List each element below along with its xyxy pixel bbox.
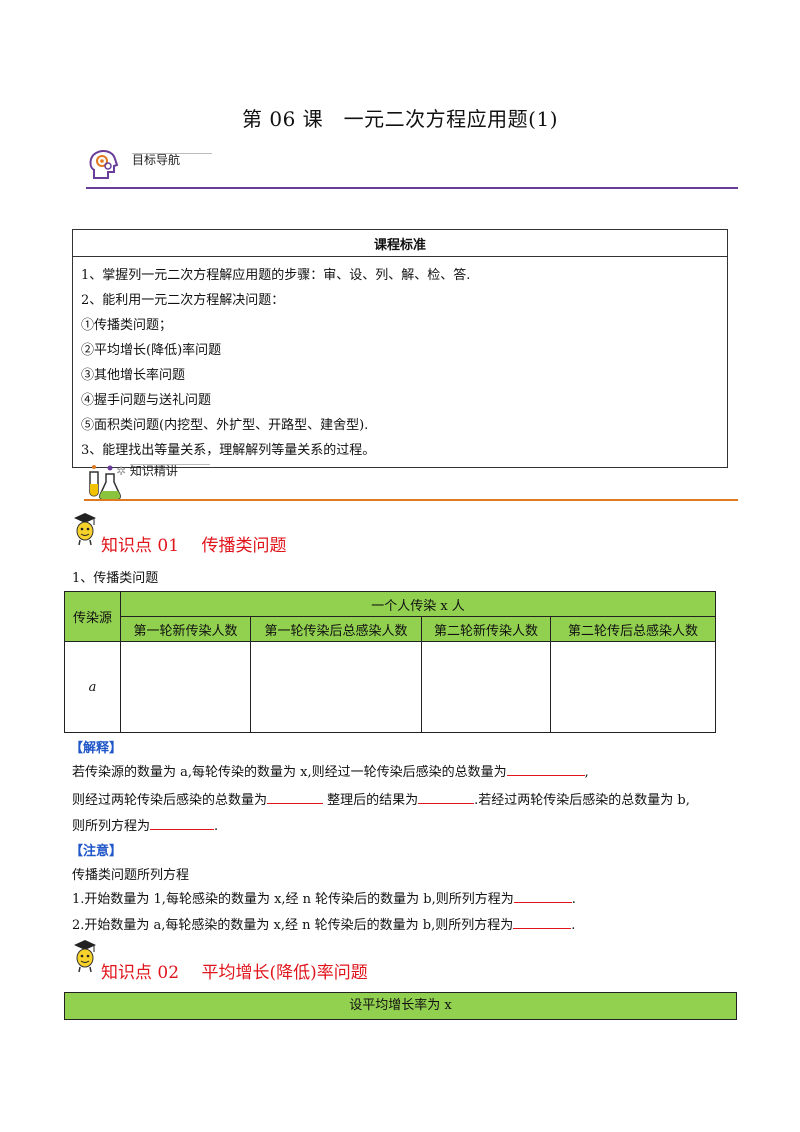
scholar-icon bbox=[72, 512, 98, 550]
zhuyi-text: 2.开始数量为 a,每轮感染的数量为 x,经 n 轮传染后的数量为 b,则所列方… bbox=[72, 918, 514, 933]
standard-line: ④握手问题与送礼问题 bbox=[72, 386, 728, 411]
punct-period: . bbox=[571, 918, 576, 933]
sparkle-icon: ✲ bbox=[116, 464, 127, 478]
standard-line: ⑤面积类问题(内挖型、外扩型、开路型、建舍型). bbox=[72, 411, 728, 436]
standard-line: ③其他增长率问题 bbox=[72, 361, 728, 386]
jiexi-line-3: 则所列方程为. bbox=[72, 815, 218, 834]
punct-comma: , bbox=[584, 765, 589, 780]
jiexi-text: 若传染源的数量为 a,每轮传染的数量为 x,则经过一轮传染后感染的总数量为 bbox=[72, 765, 507, 780]
punct-period: . bbox=[214, 819, 219, 834]
jiexi-tag: 【解释】 bbox=[70, 741, 123, 756]
course-standards-table: 课程标准 1、掌握列一元二次方程解应用题的步骤：审、设、列、解、检、答. 2、能… bbox=[72, 229, 728, 468]
col-header: 第二轮新传染人数 bbox=[421, 616, 551, 642]
table-cell bbox=[250, 641, 422, 733]
col-source-header: 传染源 bbox=[64, 591, 121, 642]
standards-header: 课程标准 bbox=[72, 229, 728, 257]
growth-table-header: 设平均增长率为 x bbox=[64, 992, 737, 1020]
standard-line: 3、能理找出等量关系，理解解列等量关系的过程。 bbox=[72, 436, 728, 468]
jiexi-text: .若经过两轮传染后感染的总数量为 b, bbox=[474, 793, 690, 808]
answer-blank bbox=[418, 791, 475, 804]
knowledge-divider bbox=[84, 499, 738, 501]
goal-nav-label: 目标导航 bbox=[132, 153, 181, 167]
page-title: 第 06 课 一元二次方程应用题(1) bbox=[242, 107, 558, 131]
jiexi-line-1: 若传染源的数量为 a,每轮传染的数量为 x,则经过一轮传染后感染的总数量为, bbox=[72, 761, 589, 780]
kp1-subtitle: 1、传播类问题 bbox=[72, 571, 159, 586]
jiexi-text: 整理后的结果为 bbox=[327, 793, 419, 808]
scholar-icon bbox=[72, 939, 98, 977]
jiexi-text: 则所列方程为 bbox=[72, 819, 151, 834]
answer-blank bbox=[267, 791, 324, 804]
col-top-header: 一个人传染 x 人 bbox=[120, 591, 716, 617]
standard-line: 2、能利用一元二次方程解决问题： bbox=[72, 286, 728, 311]
zhuyi-tag: 【注意】 bbox=[70, 844, 123, 859]
row-label: a bbox=[64, 641, 121, 733]
goal-nav-divider bbox=[86, 187, 738, 189]
jiexi-text: 则经过两轮传染后感染的总数量为 bbox=[72, 793, 268, 808]
standard-line: ②平均增长(降低)率问题 bbox=[72, 336, 728, 361]
standard-line: 1、掌握列一元二次方程解应用题的步骤：审、设、列、解、检、答. bbox=[72, 256, 728, 286]
zhuyi-line-1: 1.开始数量为 1,每轮感染的数量为 x,经 n 轮传染后的数量为 b,则所列方… bbox=[72, 888, 576, 907]
col-header: 第一轮传染后总感染人数 bbox=[250, 616, 422, 642]
head-gears-icon bbox=[86, 148, 120, 186]
zhuyi-intro: 传播类问题所列方程 bbox=[72, 868, 190, 883]
answer-blank bbox=[513, 916, 572, 929]
knowledge-thin-rule bbox=[130, 464, 210, 465]
table-cell bbox=[421, 641, 551, 733]
col-header: 第二轮传后总感染人数 bbox=[550, 616, 716, 642]
goal-nav-thin-rule bbox=[132, 153, 212, 154]
kp2-title: 知识点 02 平均增长(降低)率问题 bbox=[101, 963, 368, 983]
table-cell bbox=[120, 641, 251, 733]
punct-period: . bbox=[571, 892, 576, 907]
answer-blank bbox=[513, 890, 572, 903]
table-cell bbox=[550, 641, 716, 733]
zhuyi-line-2: 2.开始数量为 a,每轮感染的数量为 x,经 n 轮传染后的数量为 b,则所列方… bbox=[72, 914, 575, 933]
knowledge-label: ✲ 知识精讲 bbox=[116, 462, 178, 479]
col-header: 第一轮新传染人数 bbox=[120, 616, 251, 642]
kp1-title: 知识点 01 传播类问题 bbox=[101, 536, 287, 556]
standard-line: ①传播类问题； bbox=[72, 311, 728, 336]
flask-icon bbox=[84, 462, 124, 504]
zhuyi-text: 1.开始数量为 1,每轮感染的数量为 x,经 n 轮传染后的数量为 b,则所列方… bbox=[72, 892, 514, 907]
spread-table: 传染源 一个人传染 x 人 第一轮新传染人数 第一轮传染后总感染人数 第二轮新传… bbox=[64, 591, 716, 733]
knowledge-text: 知识精讲 bbox=[129, 464, 178, 478]
answer-blank bbox=[150, 817, 215, 830]
jiexi-line-2: 则经过两轮传染后感染的总数量为 整理后的结果为 .若经过两轮传染后感染的总数量为 … bbox=[72, 789, 690, 808]
answer-blank bbox=[506, 763, 585, 776]
